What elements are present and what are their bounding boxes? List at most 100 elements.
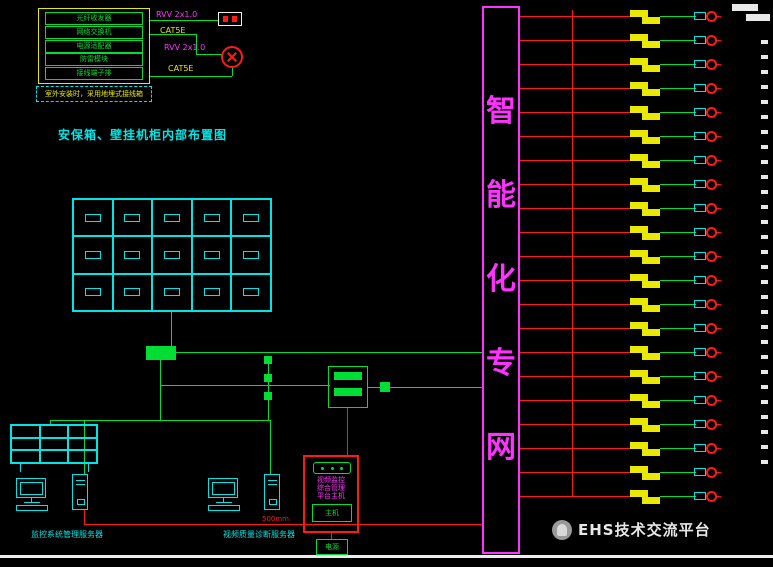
frame-tick	[761, 205, 768, 209]
drop-wire-green	[660, 112, 696, 113]
keyboard-icon	[16, 505, 48, 511]
wire-green	[196, 34, 197, 54]
network-char: 能	[486, 178, 516, 213]
assembly-box: 光纤收发器网络交换机电源适配器防雷模块接线端子排	[38, 8, 150, 84]
drop-wire-green	[660, 88, 696, 89]
power-socket-icon	[218, 12, 242, 26]
wire-red	[84, 524, 482, 525]
keyboard-icon	[208, 505, 240, 511]
drop-wire-green	[660, 448, 696, 449]
control-cabinet: 视频监控综合管理平台主机 主机	[303, 455, 359, 533]
cabinet-cell	[191, 236, 232, 274]
feeder-wire-red	[520, 88, 630, 89]
drop-wire-green	[660, 256, 696, 257]
wire-green	[50, 420, 51, 425]
drop-wire-green	[660, 16, 696, 17]
junction-connector	[694, 372, 706, 380]
frame-tick	[761, 460, 768, 464]
feeder-wire-red	[520, 400, 630, 401]
wire-green	[176, 352, 482, 353]
switch-unit	[630, 202, 660, 216]
cabinet-grid	[72, 198, 272, 312]
cabinet-cell	[112, 199, 153, 237]
cabinet-handle	[163, 288, 180, 297]
server-caption-mid: 视频质量诊断服务器	[223, 530, 295, 539]
wire-green	[160, 385, 330, 386]
drop-wire-green	[660, 352, 696, 353]
frame-tick	[761, 145, 768, 149]
monitor-base	[216, 502, 232, 503]
camera-tail	[716, 184, 721, 185]
junction-connector	[694, 348, 706, 356]
switch-unit	[630, 274, 660, 288]
wire-label-rvv2: RVV 2x1.0	[164, 43, 206, 52]
switch-unit	[630, 298, 660, 312]
network-char: 网	[486, 430, 516, 465]
cabinet-handle	[124, 250, 141, 259]
junction-connector	[694, 396, 706, 404]
wire-green	[50, 420, 270, 421]
rack-slot	[11, 425, 40, 438]
monitor-screen	[20, 482, 43, 495]
feeder-wire-red	[520, 352, 630, 353]
camera-tail	[716, 400, 721, 401]
drop-wire-green	[660, 64, 696, 65]
drop-wire-green	[660, 160, 696, 161]
switch-unit	[630, 418, 660, 432]
cabinet-cell	[112, 236, 153, 274]
pc-tower-icon	[72, 474, 88, 510]
rack-slot	[68, 437, 97, 451]
cabinet-cell	[231, 199, 271, 237]
switch-unit	[630, 58, 660, 72]
network-char: 智	[486, 94, 516, 129]
feeder-wire-red	[520, 16, 630, 17]
splice-node	[380, 382, 390, 392]
frame-mark	[746, 14, 770, 21]
watermark-text: EHS技术交流平台	[578, 521, 711, 539]
assembly-module: 防雷模块	[45, 53, 143, 67]
monitor-stand	[31, 498, 32, 502]
alarm-device-icon	[221, 46, 243, 68]
frame-tick	[761, 355, 768, 359]
wire-green	[150, 20, 218, 21]
wire-green	[232, 67, 233, 76]
switch-unit	[630, 394, 660, 408]
wire-green	[196, 54, 222, 55]
wire-red	[347, 408, 348, 455]
switch-unit	[630, 154, 660, 168]
rack-slot	[39, 437, 69, 451]
junction-connector	[694, 420, 706, 428]
wire-red	[331, 533, 332, 539]
drop-wire-green	[660, 304, 696, 305]
cabinet-handle	[163, 250, 180, 259]
network-label: 智能化专网	[482, 6, 520, 554]
feeder-wire-red	[520, 64, 630, 65]
junction-connector	[694, 84, 706, 92]
wire-label-rvv1: RVV 2x1.0	[156, 10, 198, 19]
monitor-base	[24, 502, 40, 503]
splice-node	[264, 392, 272, 400]
feeder-wire-red	[520, 232, 630, 233]
junction-connector	[694, 324, 706, 332]
frame-tick	[761, 220, 768, 224]
switch-module	[334, 388, 362, 396]
cabinet-text-line: 视频监控	[317, 476, 345, 484]
switch-unit	[630, 226, 660, 240]
feeder-wire-red	[520, 280, 630, 281]
junction-connector	[694, 228, 706, 236]
switch-unit	[630, 82, 660, 96]
cabinet-cell	[152, 199, 192, 237]
switch-unit	[630, 106, 660, 120]
assembly-note: 室外安装时，采用地埋式接线箱	[36, 86, 152, 102]
wire-green	[150, 34, 196, 35]
camera-tail	[716, 352, 721, 353]
camera-tail	[716, 208, 721, 209]
feeder-wire-red	[520, 256, 630, 257]
wire-green	[84, 420, 85, 475]
frame-tick	[761, 55, 768, 59]
drop-wire-green	[660, 40, 696, 41]
fiber-switch-box	[146, 346, 176, 360]
cabinet-handle	[124, 213, 141, 222]
drop-wire-green	[660, 328, 696, 329]
frame-tick	[761, 370, 768, 374]
